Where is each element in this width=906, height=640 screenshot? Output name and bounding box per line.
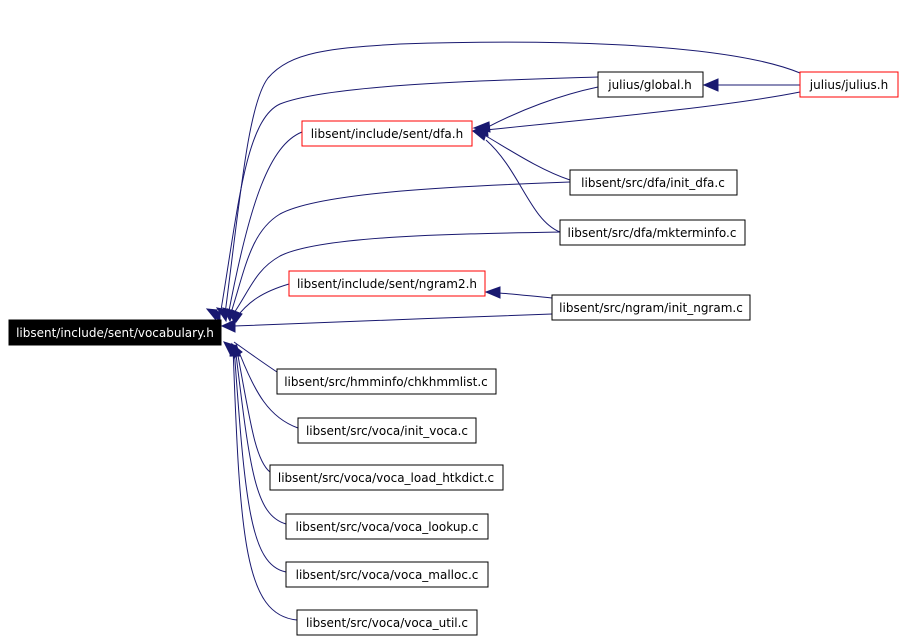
node-label: libsent/include/sent/vocabulary.h [16, 326, 214, 340]
node-julius-h[interactable]: julius/julius.h [799, 71, 899, 98]
edge-global-h-to-dfa-h [485, 86, 599, 129]
edge-dfa-h-to-vocabulary-h [227, 131, 303, 317]
arrowhead-icon [702, 78, 719, 92]
node-label: libsent/src/voca/voca_lookup.c [296, 520, 479, 534]
edge-init-ngram-c-to-ngram2-h [497, 292, 553, 299]
node-global-h[interactable]: julius/global.h [597, 71, 704, 98]
edge-init-dfa-c-to-vocabulary-h [229, 181, 571, 317]
edges [219, 41, 801, 621]
node-init-ngram-c[interactable]: libsent/src/ngram/init_ngram.c [551, 294, 751, 321]
node-label: libsent/src/voca/init_voca.c [306, 424, 468, 438]
edge-voca-lookup-c-to-vocabulary-h [234, 345, 287, 525]
edge-mkterminfo-c-to-dfa-h [485, 139, 561, 233]
edge-julius-h-to-vocabulary-h [224, 41, 801, 315]
node-label: libsent/include/sent/dfa.h [311, 127, 463, 141]
edge-voca-malloc-c-to-vocabulary-h [233, 346, 287, 573]
node-ngram2-h[interactable]: libsent/include/sent/ngram2.h [288, 270, 486, 297]
node-label: libsent/src/voca/voca_util.c [306, 616, 468, 630]
node-mkterminfo-c[interactable]: libsent/src/dfa/mkterminfo.c [559, 219, 746, 246]
node-voca-util-c[interactable]: libsent/src/voca/voca_util.c [296, 609, 478, 636]
edge-global-h-to-vocabulary-h [219, 76, 599, 317]
arrowhead-icon [472, 121, 491, 133]
node-chkhmmlist-c[interactable]: libsent/src/hmminfo/chkhmmlist.c [276, 368, 497, 395]
node-voca-load-htkdict-c[interactable]: libsent/src/voca/voca_load_htkdict.c [269, 464, 504, 491]
edge-ngram2-h-to-vocabulary-h [235, 283, 290, 319]
edge-chkhmmlist-c-to-vocabulary-h [233, 341, 278, 373]
node-label: libsent/src/dfa/init_dfa.c [581, 176, 725, 190]
edge-voca-util-c-to-vocabulary-h [232, 346, 298, 621]
node-init-voca-c[interactable]: libsent/src/voca/init_voca.c [297, 417, 477, 444]
node-label: julius/julius.h [809, 78, 888, 92]
edge-init-voca-c-to-vocabulary-h [235, 343, 299, 429]
edge-init-dfa-c-to-dfa-h [485, 135, 571, 181]
edge-julius-h-to-dfa-h [485, 91, 801, 131]
nodes: libsent/include/sent/vocabulary.h libsen… [8, 71, 899, 636]
arrowhead-icon [229, 342, 241, 357]
node-label: libsent/src/voca/voca_malloc.c [296, 568, 479, 582]
node-vocabulary-h[interactable]: libsent/include/sent/vocabulary.h [8, 319, 222, 346]
node-label: libsent/src/dfa/mkterminfo.c [568, 226, 737, 240]
node-label: libsent/src/ngram/init_ngram.c [559, 301, 743, 315]
arrowhead-icon [205, 308, 218, 322]
edge-voca-load-htkdict-c-to-vocabulary-h [235, 344, 271, 473]
node-label: libsent/src/voca/voca_load_htkdict.c [278, 471, 494, 485]
edge-mkterminfo-c-to-vocabulary-h [231, 231, 561, 317]
node-label: libsent/src/hmminfo/chkhmmlist.c [284, 375, 488, 389]
node-voca-lookup-c[interactable]: libsent/src/voca/voca_lookup.c [285, 513, 489, 540]
edge-init-ngram-c-to-vocabulary-h [233, 313, 553, 327]
node-voca-malloc-c[interactable]: libsent/src/voca/voca_malloc.c [285, 561, 489, 588]
node-dfa-h[interactable]: libsent/include/sent/dfa.h [301, 120, 473, 147]
arrowhead-icon [220, 319, 236, 333]
node-init-dfa-c[interactable]: libsent/src/dfa/init_dfa.c [569, 169, 738, 196]
arrowhead-icon [484, 286, 501, 299]
arrowhead-icon [231, 309, 243, 324]
node-label: julius/global.h [607, 78, 692, 92]
node-label: libsent/include/sent/ngram2.h [297, 277, 477, 291]
arrowheads [205, 78, 719, 359]
